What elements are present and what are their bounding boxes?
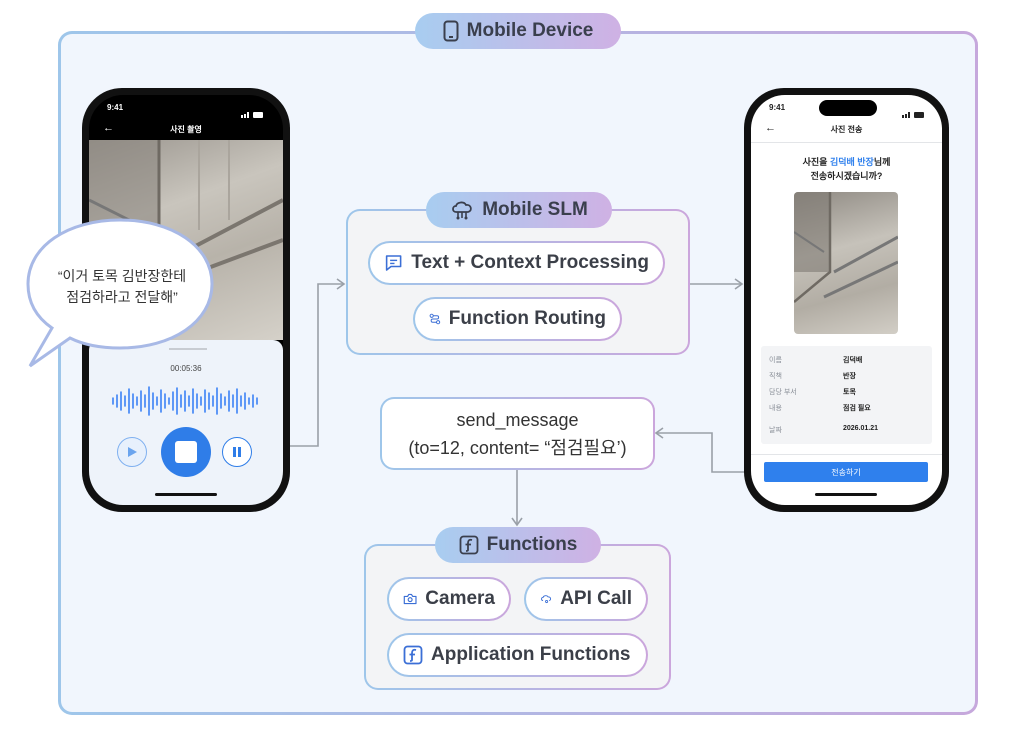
pause-icon (233, 447, 241, 457)
back-arrow-icon[interactable]: ← (103, 122, 114, 134)
stop-icon (175, 441, 197, 463)
header-divider (751, 142, 942, 143)
api-call-label: API Call (560, 588, 632, 609)
status-time: 9:41 (107, 103, 124, 112)
phone-icon (443, 20, 459, 42)
home-indicator (815, 493, 877, 496)
speech-bubble (26, 218, 214, 368)
back-arrow-icon[interactable]: ← (765, 122, 776, 134)
cloud-gear-icon (541, 595, 552, 604)
application-functions-chip: Application Functions (387, 633, 648, 677)
info-value-date: 2026.01.21 (843, 425, 879, 432)
camera-chip: Camera (387, 577, 511, 621)
stop-button[interactable] (161, 427, 211, 477)
camera-icon (403, 593, 417, 605)
send-photo-title: 사진 전송 (830, 125, 863, 134)
function-routing-chip: Function Routing (413, 297, 622, 341)
question-prefix: 사진을 (802, 157, 830, 167)
status-icons (902, 105, 926, 118)
function-routing-label: Function Routing (448, 308, 606, 329)
right-phone: 9:41 ← 사진 전송 사진을 김덕배 반장님께 전송하시겠습니까? 이름 김… (744, 88, 949, 512)
construction-site-image (794, 192, 898, 303)
api-call-chip: API Call (524, 577, 648, 621)
functions-label: Functions (435, 527, 601, 563)
send-question: 사진을 김덕배 반장님께 전송하시겠습니까? (751, 155, 942, 183)
info-label-date: 날짜 (769, 427, 782, 434)
recording-timer: 00:05:36 (170, 364, 202, 373)
question-suffix: 님께 (873, 157, 891, 167)
mobile-device-label: Mobile Device (415, 13, 621, 49)
info-label-content: 내용 (769, 405, 782, 412)
function-call-name: send_message (456, 410, 579, 430)
play-button[interactable] (117, 437, 147, 467)
mobile-slm-label: Mobile SLM (426, 192, 612, 228)
speech-line-1: “이거 토목 김반장한테 (57, 268, 187, 284)
right-phone-screen: 9:41 ← 사진 전송 사진을 김덕배 반장님께 전송하시겠습니까? 이름 김… (751, 95, 942, 505)
text-context-processing-label: Text + Context Processing (411, 252, 649, 273)
routing-icon (429, 313, 441, 325)
info-value-department: 토목 (843, 389, 856, 396)
info-label-name: 이름 (769, 357, 782, 364)
footer-divider (751, 454, 942, 455)
function-call-args: (to=12, content= “점검필요’) (408, 438, 627, 458)
function-call-box: send_message (to=12, content= “점검필요’) (380, 397, 655, 470)
home-indicator (155, 493, 217, 496)
pause-button[interactable] (222, 437, 252, 467)
left-phone: 9:41 ← 사진 촬영 00:05:36 (82, 88, 290, 512)
application-functions-label: Application Functions (431, 644, 631, 665)
recipient-info-card: 이름 김덕배 직책 반장 담당 부서 토목 내용 점검 필요 날짜 2026.0… (761, 346, 932, 444)
function-icon (459, 535, 479, 555)
waveform (112, 386, 258, 416)
drag-handle[interactable] (169, 348, 207, 350)
status-icons (241, 105, 265, 118)
recording-panel: 00:05:36 (89, 340, 283, 505)
info-value-content: 점검 필요 (843, 405, 871, 412)
cloud-network-icon (452, 201, 472, 220)
info-label-position: 직책 (769, 373, 782, 380)
text-context-processing-chip: Text + Context Processing (368, 241, 665, 285)
send-button[interactable]: 전송하기 (764, 462, 928, 482)
camera-label: Camera (425, 588, 495, 609)
functions-title: Functions (486, 534, 578, 555)
info-value-position: 반장 (843, 373, 856, 380)
mobile-device-title: Mobile Device (466, 20, 594, 41)
camera-screen-title: 사진 촬영 (170, 125, 202, 134)
photo-thumbnail (794, 192, 898, 334)
speech-line-2: 점검하라고 전달해” (66, 289, 178, 305)
chat-lines-icon (385, 255, 402, 271)
info-label-department: 담당 부서 (769, 389, 797, 396)
dynamic-island (819, 100, 877, 116)
recipient-name: 김덕배 반장 (829, 157, 874, 167)
speech-bubble-text: “이거 토목 김반장한테 점검하라고 전달해” (32, 266, 212, 308)
info-value-name: 김덕배 (843, 357, 863, 364)
play-icon (128, 447, 137, 457)
question-line-2: 전송하시겠습니까? (810, 171, 883, 181)
status-time: 9:41 (769, 103, 786, 112)
mobile-slm-title: Mobile SLM (482, 199, 588, 220)
application-function-icon (403, 645, 423, 665)
